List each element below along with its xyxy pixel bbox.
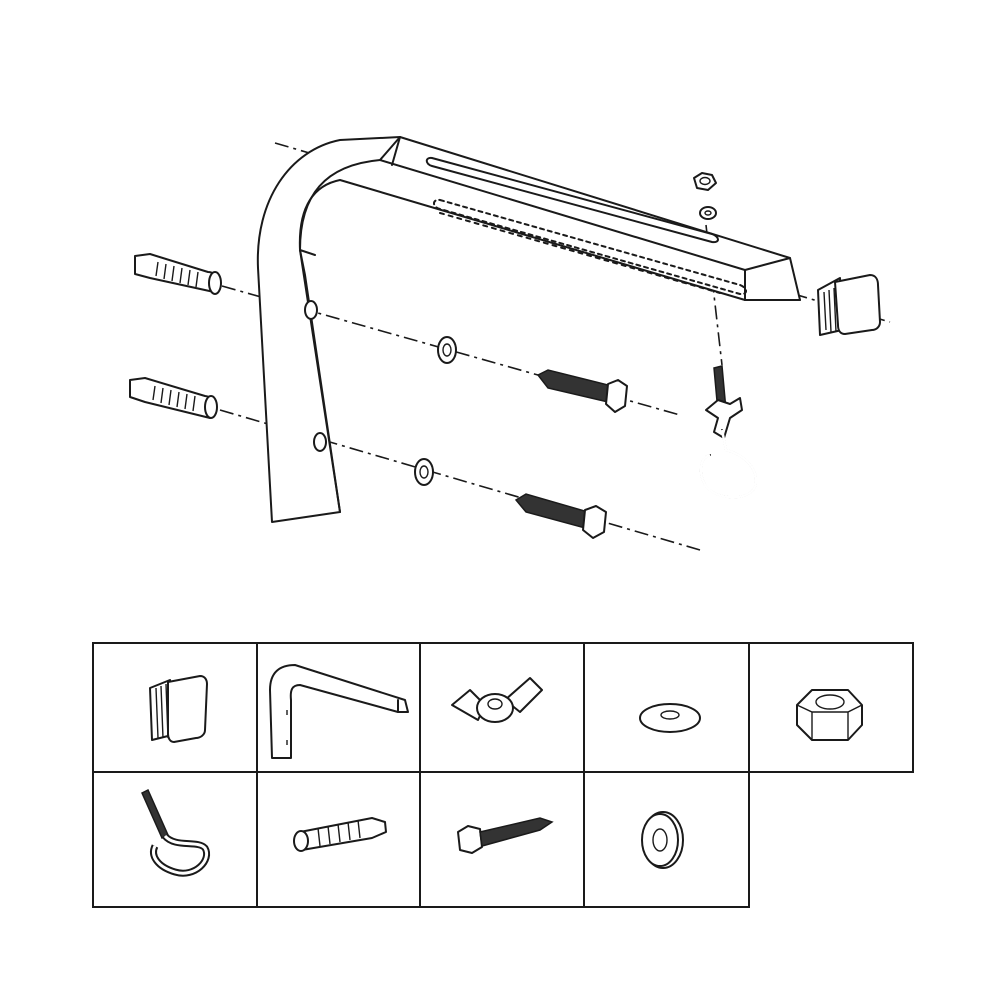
washer-upper <box>437 336 457 364</box>
wall-plug-upper <box>134 253 222 295</box>
bracket-hole <box>304 300 318 320</box>
wall-plug-lower <box>129 377 218 419</box>
hook-icon <box>141 788 211 877</box>
end-cap-icon <box>149 675 208 743</box>
lag-screw-icon <box>457 817 554 854</box>
bracket <box>256 136 801 523</box>
lag-screw-upper <box>536 369 628 413</box>
hook-assembly <box>699 365 758 499</box>
hex-nut-icon <box>796 689 863 741</box>
flat-washer-icon <box>639 703 701 733</box>
top-nut <box>693 172 717 220</box>
parts-table <box>92 642 914 908</box>
bracket-hole <box>313 432 327 452</box>
thick-washer-icon <box>641 811 684 869</box>
wall-plug-icon <box>293 817 387 852</box>
washer-lower <box>414 458 434 486</box>
bracket-icon <box>269 664 409 759</box>
lag-screw-lower <box>514 493 607 539</box>
end-cap <box>817 274 881 336</box>
wing-nut-icon <box>451 677 543 723</box>
